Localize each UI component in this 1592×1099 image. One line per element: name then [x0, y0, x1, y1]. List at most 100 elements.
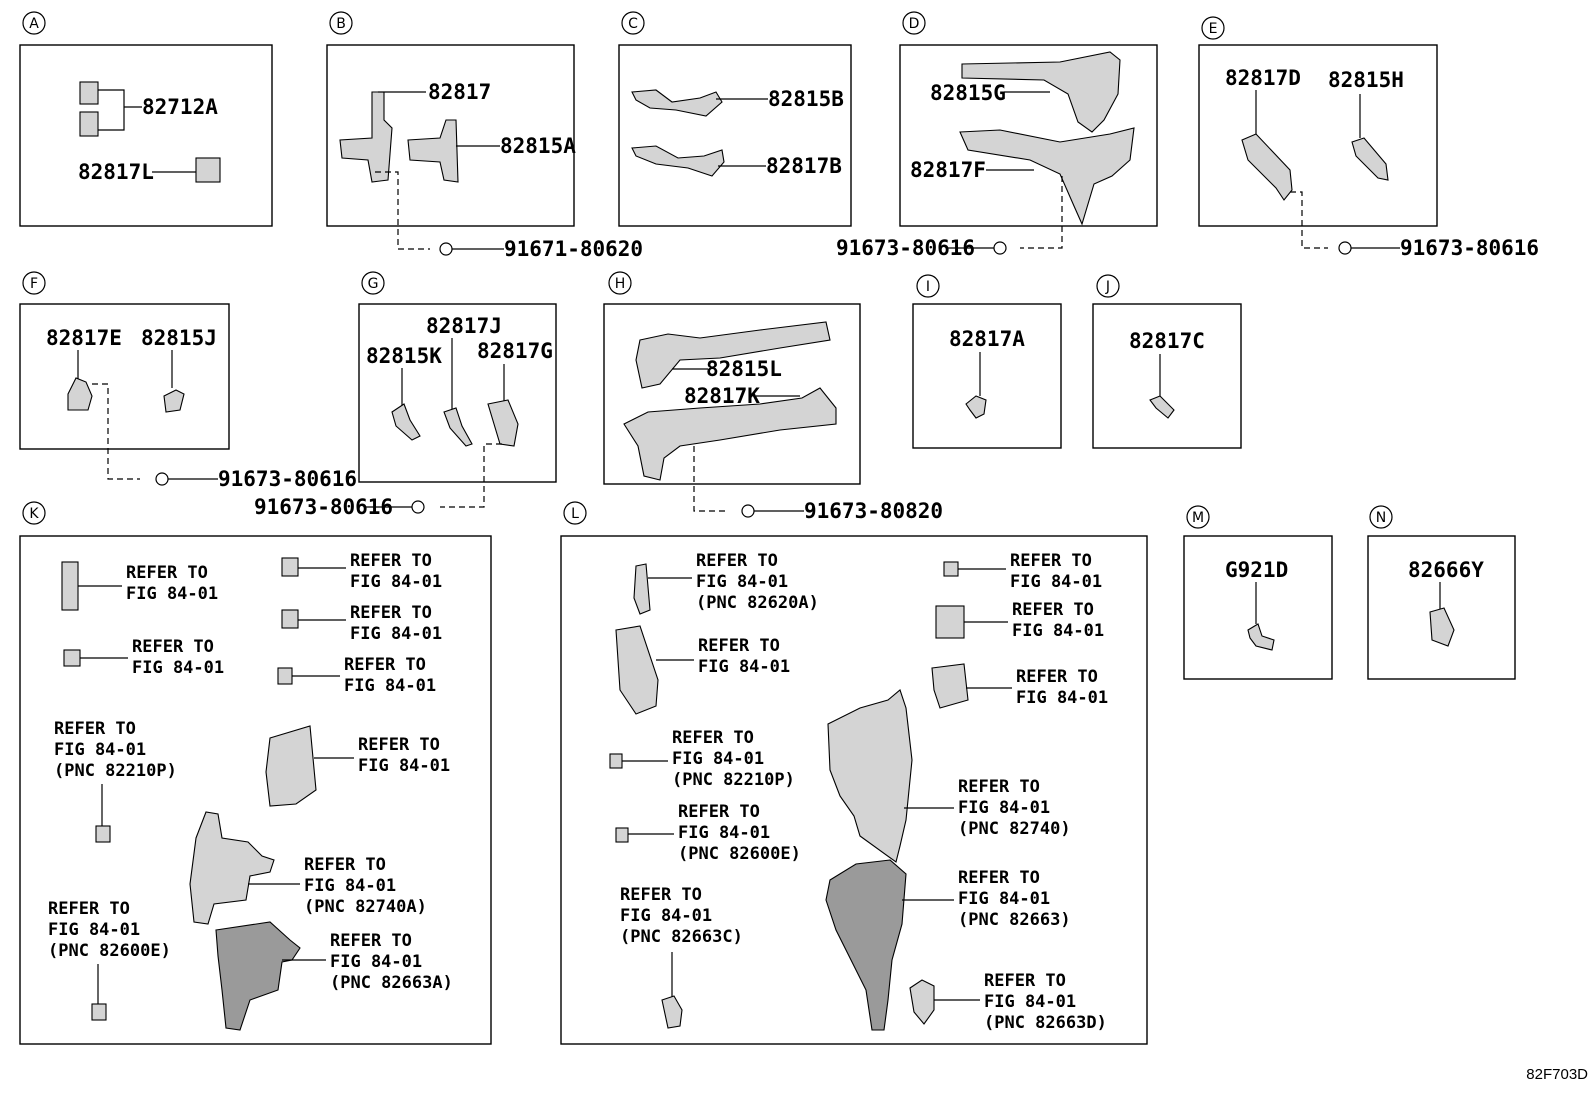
part-label[interactable]: 91673-80616: [218, 467, 357, 491]
connector-part: [615, 827, 629, 843]
part-label[interactable]: 82817A: [949, 327, 1025, 351]
bolt-icon: [1338, 241, 1352, 255]
part-label[interactable]: 91673-80820: [804, 499, 943, 523]
part-label[interactable]: 91671-80620: [504, 237, 643, 261]
bracket-part: [1351, 137, 1389, 181]
section-g: G 82817J 82815K 82817G 91673-80616: [254, 271, 557, 519]
part-label[interactable]: 82815A: [500, 134, 576, 158]
part-label[interactable]: 82815H: [1328, 68, 1404, 92]
part-label[interactable]: G921D: [1225, 558, 1288, 582]
cover-part: [825, 859, 907, 1031]
part-label[interactable]: 82817C: [1129, 329, 1205, 353]
bracket-part: [965, 395, 987, 419]
rail-part: [635, 321, 831, 389]
bracket-part: [909, 979, 935, 1025]
bolt-icon: [993, 241, 1007, 255]
bracket-part: [661, 995, 683, 1029]
connector-part: [91, 1003, 107, 1021]
connector-part: [63, 649, 81, 667]
part-label[interactable]: 82712A: [142, 95, 218, 119]
section-letter: H: [615, 276, 626, 292]
relay-box-part: [189, 811, 275, 925]
connector-part: [277, 667, 293, 685]
section-h: H 82815L 82817K 91673-80820: [603, 271, 943, 523]
section-a: A 82712A 82817L: [19, 11, 273, 227]
bracket-part: [1241, 133, 1293, 201]
rail-part: [631, 89, 723, 117]
part-label[interactable]: 82817J: [426, 314, 502, 338]
part-label[interactable]: 82815K: [366, 344, 442, 368]
clip-part: [79, 111, 99, 137]
part-label[interactable]: 82815J: [141, 326, 217, 350]
connector-part: [61, 561, 79, 611]
rail-part: [959, 127, 1135, 226]
section-m: M G921D: [1183, 505, 1333, 680]
relay-frame-part: [827, 689, 913, 863]
part-label[interactable]: 82817K: [684, 384, 760, 408]
part-label[interactable]: 82817G: [477, 339, 553, 363]
section-f: F 82817E 82815J 91673-80616: [19, 271, 357, 491]
section-letter: K: [29, 506, 39, 522]
part-label[interactable]: 82815G: [930, 81, 1006, 105]
section-i: I 82817A: [912, 274, 1062, 449]
cover-part: [215, 921, 301, 1031]
part-label[interactable]: 91673-80616: [254, 495, 393, 519]
section-letter: G: [368, 276, 379, 292]
part-label[interactable]: 82817B: [766, 154, 842, 178]
junction-block-part: [615, 625, 659, 715]
rail-part: [961, 51, 1121, 133]
part-label[interactable]: 91673-80616: [836, 236, 975, 260]
part-label[interactable]: 91673-80616: [1400, 236, 1539, 260]
part-label[interactable]: 82815B: [768, 87, 844, 111]
bracket-part: [633, 563, 651, 615]
section-c: C 82815B 82817B: [618, 11, 852, 227]
diagram-code: 82F703D: [1526, 1066, 1588, 1083]
part-label[interactable]: 82815L: [706, 357, 782, 381]
connector-part: [935, 605, 965, 639]
clip-part: [79, 81, 99, 105]
bracket-part: [443, 407, 473, 447]
part-label[interactable]: 82817: [428, 80, 491, 104]
section-letter: F: [30, 276, 38, 292]
connector-part: [95, 825, 111, 843]
section-letter: J: [1105, 279, 1110, 295]
bracket-part: [1149, 395, 1175, 419]
junction-block-part: [265, 725, 317, 807]
section-letter: D: [909, 16, 920, 32]
part-label[interactable]: 82817F: [910, 158, 986, 182]
rail-part: [631, 145, 725, 177]
section-e: E 82817D 82815H 91673-80616: [1198, 16, 1539, 260]
connector-part: [195, 157, 221, 183]
connector-part: [943, 561, 959, 577]
part-label[interactable]: 82817L: [78, 160, 154, 184]
part-label[interactable]: 82666Y: [1408, 558, 1484, 582]
bolt-icon: [411, 500, 425, 514]
connector-part: [281, 609, 299, 629]
section-letter: B: [336, 16, 346, 32]
bracket-part: [67, 377, 93, 411]
part-label[interactable]: 82817E: [46, 326, 122, 350]
bolt-icon: [439, 242, 453, 256]
bracket-part: [163, 389, 185, 413]
section-letter: L: [571, 506, 579, 522]
part-label[interactable]: 82817D: [1225, 66, 1301, 90]
